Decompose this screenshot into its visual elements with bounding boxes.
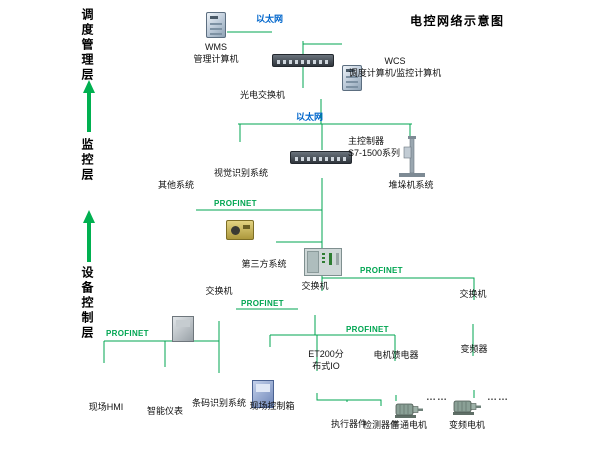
barcode-system-label: 条码识别系统 — [191, 398, 246, 408]
switch-right-label: 交换机 — [459, 289, 487, 299]
main-controller-label: 主控制器 S7-1500系列 — [348, 136, 401, 158]
optical-switch-label: 光电交换机 — [240, 90, 286, 100]
ethernet-label-top: 以太网 — [256, 14, 284, 24]
third-party-system-icon — [252, 380, 274, 408]
profinet-label-2: PROFINET — [360, 266, 403, 275]
optical-switch-icon — [290, 151, 352, 164]
ellipsis-2: …… — [487, 392, 509, 403]
normal-motor-label: 普通电机 — [390, 420, 427, 430]
vision-system-label: 视觉识别系统 — [213, 168, 268, 178]
profinet-label-5: PROFINET — [346, 325, 389, 334]
vfd-label: 变频器 — [460, 344, 488, 354]
profinet-label-1: PROFINET — [214, 199, 257, 208]
ellipsis-1: …… — [426, 392, 448, 403]
vfd-motor-label: 变频电机 — [448, 420, 485, 430]
wms-server-icon — [206, 12, 226, 38]
up-arrow-icon — [83, 210, 95, 262]
page-title: 电控网络示意图 — [410, 14, 505, 28]
layer-label-management: 调度管理层 — [80, 8, 94, 83]
switch-mid-label: 交换机 — [301, 281, 329, 291]
wcs-label: WCS 调度计算机/监控计算机 — [348, 56, 442, 78]
up-arrow-icon — [83, 80, 95, 132]
profinet-label-4: PROFINET — [106, 329, 149, 338]
detectors-label: 检测器件 — [362, 420, 399, 430]
other-system-label: 其他系统 — [158, 180, 195, 190]
actuators-label: 执行器件 — [330, 419, 367, 429]
layer-label-monitoring: 监控层 — [80, 138, 94, 183]
stacker-system-label: 堆垛机系统 — [388, 180, 434, 190]
motor-feeder-label: 电机馈电器 — [373, 350, 419, 360]
layer-label-device-control: 设备控制层 — [80, 266, 94, 341]
switch-left-label: 交换机 — [205, 286, 233, 296]
field-control-box-label: 现场控制箱 — [249, 401, 295, 411]
top-switch-icon — [272, 54, 334, 67]
third-party-system-label: 第三方系统 — [241, 259, 287, 269]
normal-motor-icon — [395, 403, 423, 418]
profinet-label-3: PROFINET — [241, 299, 284, 308]
vision-camera-icon — [226, 220, 254, 240]
stacker-crane-icon — [399, 136, 425, 177]
other-system-icon — [172, 316, 194, 342]
et200-label: ET200分 布式IO — [308, 349, 344, 371]
field-hmi-label: 现场HMI — [88, 402, 124, 412]
wms-label: WMS 管理计算机 — [193, 42, 239, 64]
wcs-server-icon — [342, 65, 362, 91]
ethernet-label-mid: 以太网 — [296, 112, 324, 122]
vfd-motor-icon — [453, 400, 481, 415]
smart-meter-label: 智能仪表 — [146, 406, 183, 416]
connector-lines — [103, 31, 475, 406]
plc-icon — [304, 248, 342, 276]
